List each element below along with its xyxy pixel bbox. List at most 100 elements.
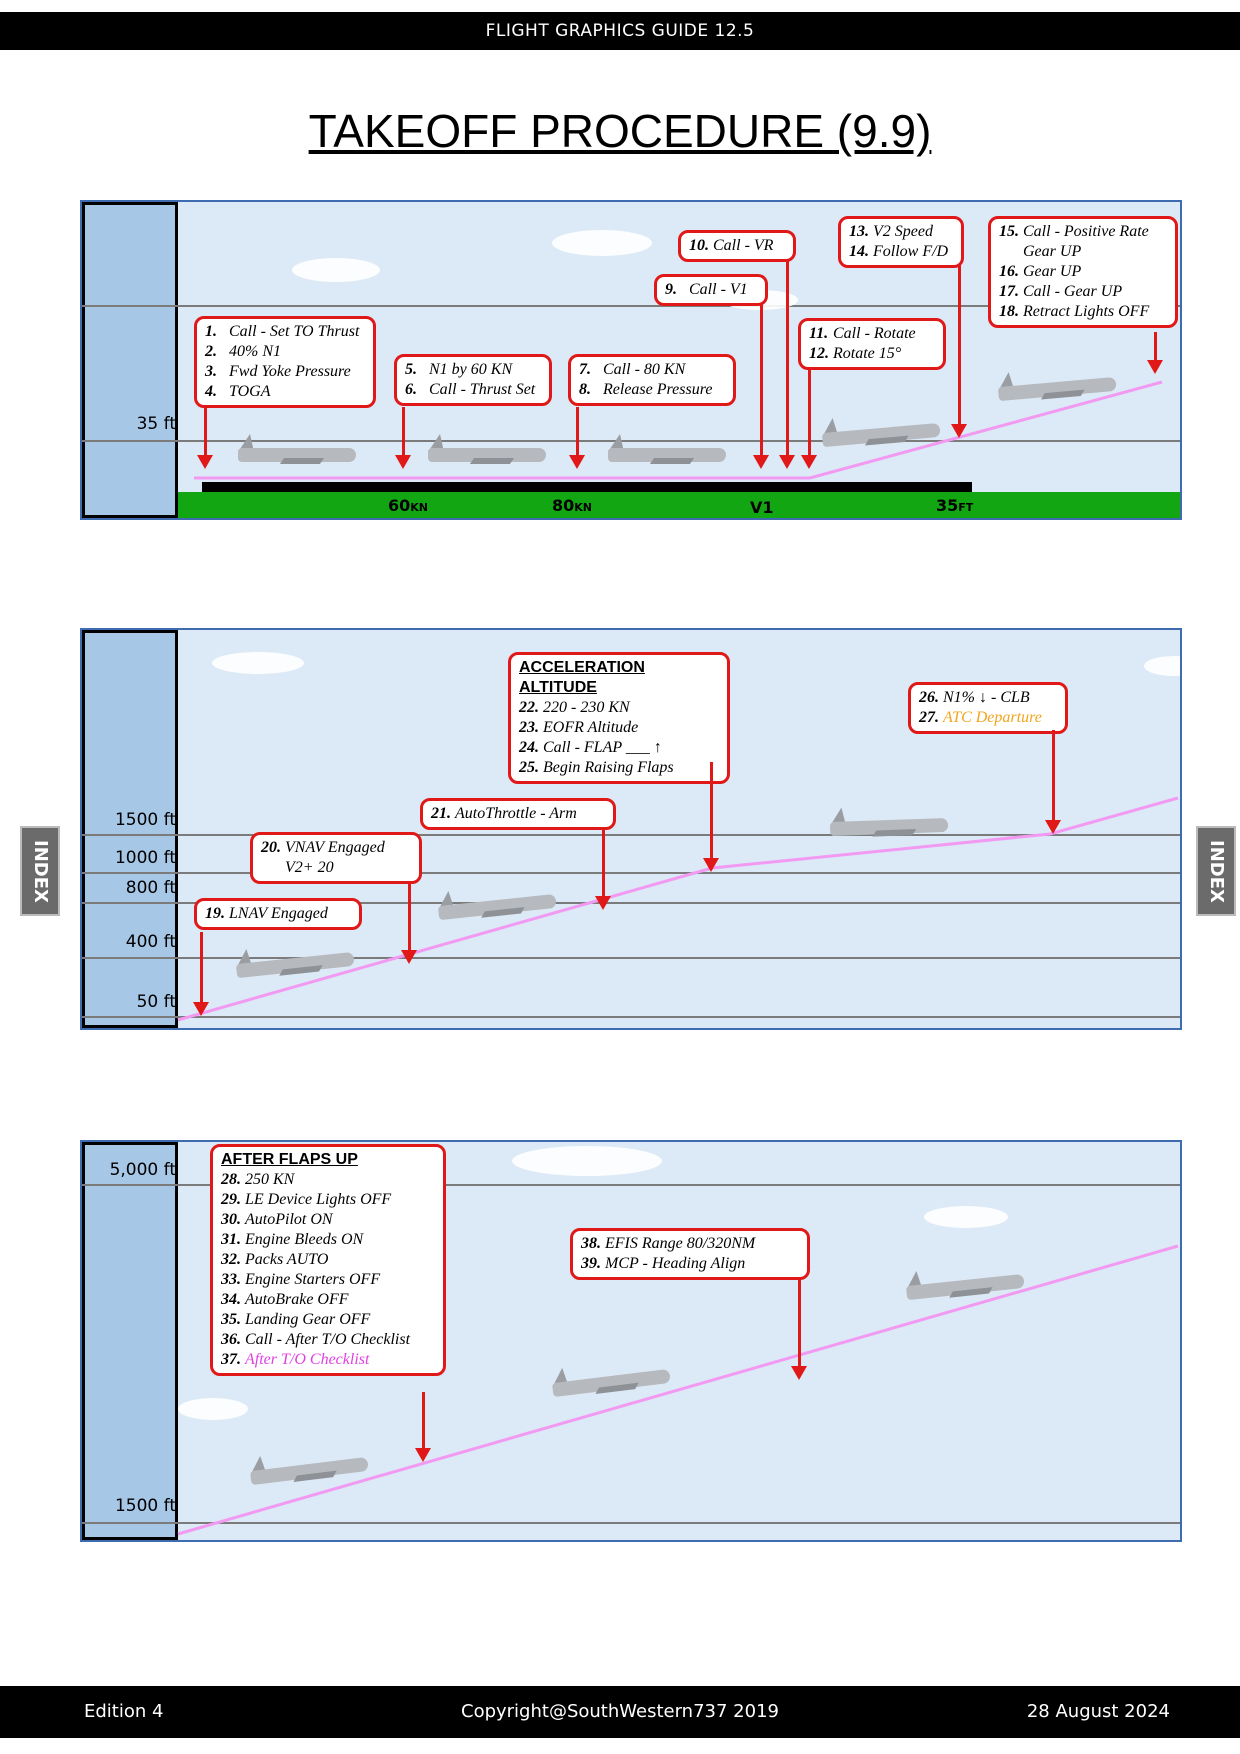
callout-item: 33.Engine Starters OFF (221, 1270, 435, 1290)
callout-arrow (801, 370, 817, 469)
callout-item-text: Call - Rotate (833, 325, 916, 342)
callout-item-number: 15. (999, 223, 1019, 240)
callout-item-text: N1 by 60 KN (429, 361, 513, 378)
callout-item: 29.LE Device Lights OFF (221, 1190, 435, 1210)
aircraft-icon (232, 434, 362, 470)
callout-item: 27.ATC Departure (919, 708, 1057, 728)
callout-item: 6. Call - Thrust Set (405, 380, 541, 400)
callout-item-text: Call - FLAP ___ ↑ (543, 739, 662, 756)
callout-item-text: Begin Raising Flaps (543, 759, 674, 776)
callout-item-number: 25. (519, 759, 539, 776)
callout-item-text: Call - Gear UP (1023, 283, 1123, 300)
callout-item-text: Retract Lights OFF (1023, 303, 1150, 320)
callout-item-text: Landing Gear OFF (245, 1311, 371, 1328)
callout-heading: ACCELERATION ALTITUDE (519, 659, 645, 696)
flight-path (194, 380, 1163, 480)
callout-item-text: Call - 80 KN (603, 361, 686, 378)
callout-item-text: AutoPilot ON (245, 1211, 333, 1228)
callout-item-text: Rotate 15° (833, 345, 902, 362)
runway-label-35ft: 35FT (936, 496, 974, 515)
callout-item-text: Gear UP (1023, 263, 1082, 280)
callout-item-text: ATC Departure (943, 709, 1042, 726)
callout-arrow (1045, 730, 1061, 834)
callout-item: 9.Call - V1 (665, 280, 757, 300)
callout-arrow (401, 882, 417, 964)
gridline-upper (82, 305, 1180, 307)
callout-item-number: 16. (999, 263, 1019, 280)
callout-item-text: 250 KN (245, 1171, 295, 1188)
runway (202, 482, 972, 492)
callout-item-text: Gear UP (1023, 243, 1082, 260)
callout-item-text: VNAV Engaged (285, 839, 385, 856)
flight-path (177, 1244, 1179, 1536)
callout-arrow (415, 1392, 431, 1462)
callout-item-text: AutoBrake OFF (245, 1291, 349, 1308)
runway-label-v1: V1 (750, 498, 774, 517)
callout-item-number: 29. (221, 1191, 241, 1208)
callout-item-number: 37. (221, 1351, 241, 1368)
callout-item: 2.40% N1 (205, 342, 365, 362)
callout-item-number: 27. (919, 709, 939, 726)
callout-item: 13.V2 Speed (849, 222, 953, 242)
callout-item-number: 21. (431, 805, 451, 822)
callout-item: 17.Call - Gear UP (999, 282, 1167, 302)
callout-item-text: EFIS Range 80/320NM (605, 1235, 756, 1252)
callout-item-number: 6. (405, 381, 417, 398)
callout-item-text: Call - Positive Rate (1023, 223, 1149, 240)
callout-item: 38.EFIS Range 80/320NM (581, 1234, 799, 1254)
callout-item: 8. Release Pressure (579, 380, 725, 400)
callout-item: 32.Packs AUTO (221, 1250, 435, 1270)
callout-item: 3.Fwd Yoke Pressure (205, 362, 365, 382)
callout-item-number: 4. (205, 383, 217, 400)
callout-item-text: Call - After T/O Checklist (245, 1331, 411, 1348)
callout-item: 10.Call - VR (689, 236, 785, 256)
callout-box: 21.AutoThrottle - Arm (420, 798, 616, 830)
cloud (512, 1146, 662, 1176)
gridline-1500ft (82, 834, 1180, 836)
callout-item-text: Release Pressure (603, 381, 713, 398)
callout-item-number: 8. (579, 381, 591, 398)
callout-item: 28.250 KN (221, 1170, 435, 1190)
callout-item: Gear UP (999, 242, 1167, 262)
cloud (292, 258, 380, 282)
callout-item-number: 32. (221, 1251, 241, 1268)
callout-item: 39.MCP - Heading Align (581, 1254, 799, 1274)
callout-item: 26.N1% ↓ - CLB (919, 688, 1057, 708)
callout-box: 9.Call - V1 (654, 274, 768, 306)
callout-arrow (1147, 332, 1163, 374)
callout-item-text: N1% ↓ - CLB (943, 689, 1030, 706)
index-tab-left[interactable]: INDEX (20, 826, 60, 916)
callout-item-text: MCP - Heading Align (605, 1255, 746, 1272)
altitude-column (82, 1142, 178, 1540)
callout-item-number: 23. (519, 719, 539, 736)
altitude-column (82, 630, 178, 1028)
callout-box: 19.LNAV Engaged (194, 898, 362, 930)
callout-arrow (951, 264, 967, 438)
callout-item-text: Call - Thrust Set (429, 381, 536, 398)
callout-item-number: 22. (519, 699, 539, 716)
flight-path (177, 796, 1179, 1022)
callout-item-text: LE Device Lights OFF (245, 1191, 392, 1208)
callout-item: 23.EOFR Altitude (519, 718, 719, 738)
callout-item-text: After T/O Checklist (245, 1351, 370, 1368)
callout-item-number: 36. (221, 1331, 241, 1348)
callout-item-number: 10. (689, 237, 709, 254)
callout-item: 19.LNAV Engaged (205, 904, 351, 924)
callout-item: 1.Call - Set TO Thrust (205, 322, 365, 342)
callout-item-number: 17. (999, 283, 1019, 300)
index-tab-right[interactable]: INDEX (1196, 826, 1236, 916)
altitude-column (82, 202, 178, 518)
gridline-1000ft (82, 872, 1180, 874)
callout-item-text: Call - Set TO Thrust (229, 323, 360, 340)
altitude-label-800ft: 800 ft (125, 878, 176, 898)
runway-label-60kn: 60KN (388, 496, 428, 515)
callout-item-number: 5. (405, 361, 417, 378)
callout-box: 5. N1 by 60 KN 6. Call - Thrust Set (394, 354, 552, 406)
callout-item-text: LNAV Engaged (229, 905, 328, 922)
gridline-400ft (82, 957, 1180, 959)
cloud (552, 230, 652, 256)
